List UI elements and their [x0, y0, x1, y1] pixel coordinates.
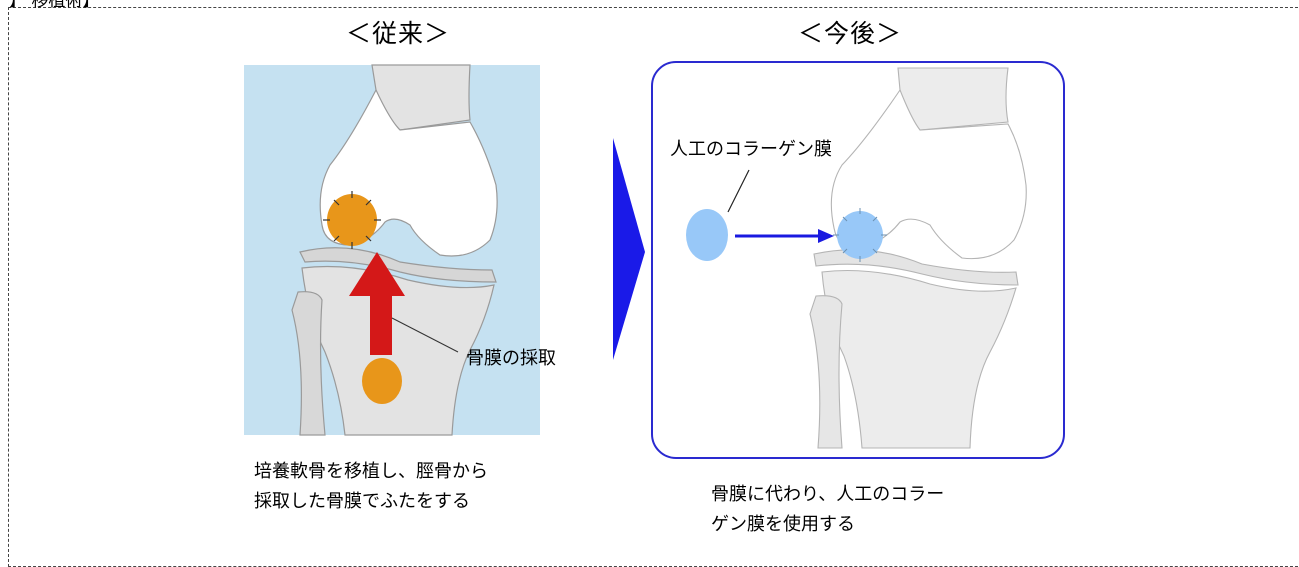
left-panel	[244, 64, 540, 436]
right-heading: ＜今後＞	[798, 19, 903, 48]
right-patch-sutures	[833, 208, 887, 262]
right-collagen-membrane	[686, 209, 728, 261]
right-placement-arrowhead	[818, 229, 834, 243]
left-patch-sutures	[323, 191, 381, 249]
left-heading: ＜従来＞	[346, 19, 451, 48]
left-periosteum-source	[362, 358, 402, 404]
left-knee-illustration	[291, 64, 498, 436]
right-caption: 骨膜に代わり、人工のコラー ゲン膜を使用する	[711, 480, 944, 540]
left-callout-line	[391, 317, 459, 353]
right-callout-label: 人工のコラーゲン膜	[670, 139, 832, 160]
diagram-canvas	[244, 61, 1065, 459]
right-knee-illustration	[809, 67, 1027, 449]
right-caption-line2: ゲン膜を使用する	[711, 514, 855, 535]
left-cartilage-patch	[327, 194, 377, 246]
right-panel	[651, 61, 1065, 459]
transition-arrow	[613, 138, 645, 360]
left-caption-line2: 採取した骨膜でふたをする	[254, 491, 470, 512]
header-fragment: 】 移植術】	[9, 0, 100, 11]
right-caption-line1: 骨膜に代わり、人工のコラー	[711, 484, 945, 505]
left-caption-line1: 培養軟骨を移植し、脛骨から	[254, 461, 488, 482]
left-callout-label: 骨膜の採取	[466, 348, 556, 369]
right-membrane-patch	[837, 211, 883, 259]
left-harvest-arrow	[349, 252, 405, 355]
left-caption: 培養軟骨を移植し、脛骨から 採取した骨膜でふたをする	[254, 457, 488, 517]
right-callout-line	[727, 169, 750, 213]
